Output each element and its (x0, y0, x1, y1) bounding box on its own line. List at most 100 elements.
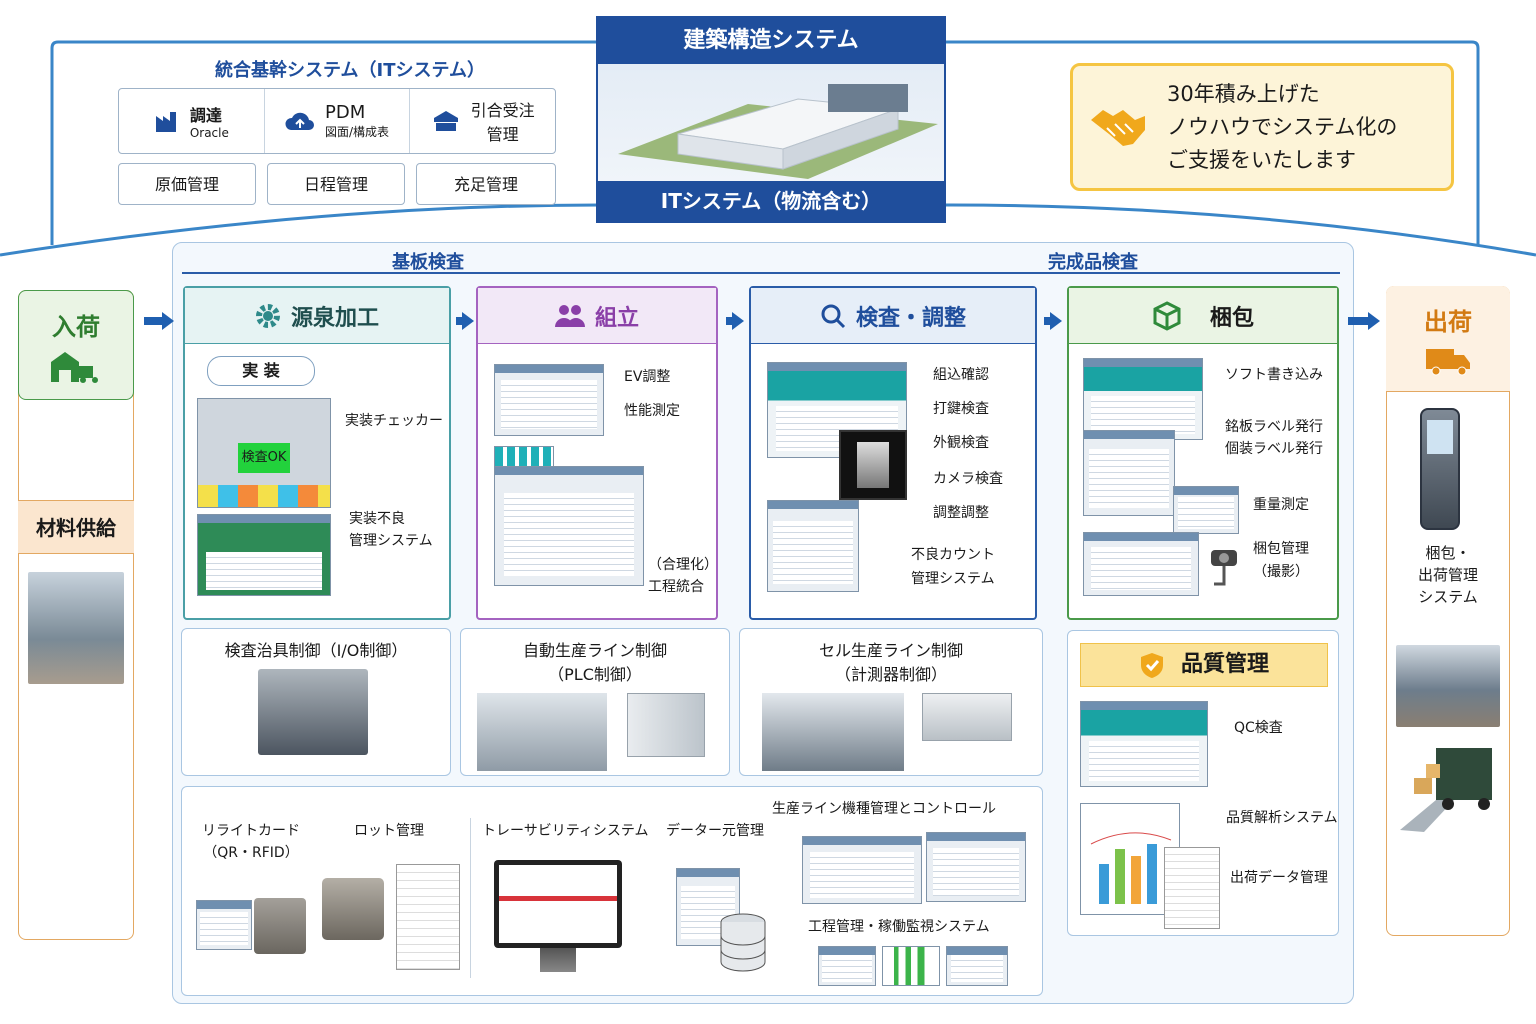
stage-source-processing[interactable]: 源泉加工 実 装 検査OK 実装チェッカー 実装不良 管理システム (183, 286, 451, 620)
stage-inspection[interactable]: 検査・調整 組込確認 打鍵検査 外観検査 カメラ検査 調整調整 不良カウント 管… (749, 286, 1037, 620)
ev-adjust-label: EV調整 (624, 369, 671, 385)
mounting-checker-label: 実装チェッカー (345, 413, 443, 429)
data-source-label[interactable]: データー元管理 (666, 823, 764, 839)
label-issue-screenshot (1083, 430, 1175, 516)
lot-management-label: ロット管理 (354, 823, 424, 839)
software-write-screenshot (1083, 358, 1203, 440)
process-screen-1 (818, 946, 876, 986)
qc-screenshot (1080, 701, 1208, 787)
warehouse-photo (28, 572, 124, 684)
integrated-system-title: 統合基幹システム（ITシステム） (215, 60, 485, 81)
weight-screenshot (1173, 486, 1239, 534)
fulfillment-management[interactable]: 充足管理 (416, 163, 556, 205)
defect-count-label: 不良カウント (911, 547, 995, 563)
handshake-icon (1091, 110, 1145, 146)
inbox-icon (433, 111, 458, 131)
defect-system-screenshot (197, 514, 331, 596)
line-model-screen-1 (802, 836, 922, 904)
auto-line-photo (477, 693, 607, 771)
support-callout: 30年積み上げた ノウハウでシステム化の ご支援をいたします (1070, 63, 1454, 191)
shipping-warehouse-photo (1396, 645, 1500, 727)
shipping-document (1164, 847, 1220, 929)
outbound-box[interactable]: 出荷 (1386, 286, 1510, 392)
camera-image (839, 430, 907, 500)
shipping-data-label: 出荷データ管理 (1230, 870, 1328, 886)
box-icon (1153, 300, 1181, 331)
ev-adjust-screenshot (494, 364, 604, 436)
photo-label: （撮影） (1253, 564, 1309, 580)
shield-check-icon (1140, 653, 1163, 678)
visual-check-label: 外観検査 (933, 435, 989, 451)
camera-device (1211, 550, 1237, 586)
schedule-management[interactable]: 日程管理 (267, 163, 405, 205)
card-printer (322, 878, 384, 940)
truck-loading-illustration (1400, 748, 1492, 832)
process-screen-2 (882, 946, 940, 986)
qc-label: QC検査 (1234, 720, 1283, 736)
board-inspection-label: 基板検査 (392, 252, 464, 273)
cell-line-panel[interactable]: セル生産ライン制御 （計測器制御） (739, 628, 1043, 776)
inbound-box[interactable]: 入荷 (18, 290, 134, 400)
search-icon (821, 304, 846, 328)
defect-label-2: 管理システム (349, 533, 433, 549)
database-icon (720, 913, 766, 972)
lot-document (396, 864, 460, 970)
mounting-checker-screenshot: 検査OK (197, 398, 331, 508)
defect-label-1: 実装不良 (349, 511, 405, 527)
key-test-label: 打鍵検査 (933, 401, 989, 417)
quality-analysis-label: 品質解析システム (1226, 810, 1338, 826)
instrument-photo (922, 693, 1012, 741)
delivery-truck-icon (1426, 349, 1470, 376)
users-icon (554, 304, 585, 327)
auto-line-panel[interactable]: 自動生産ライン制御 （PLC制御） (460, 628, 730, 776)
process-integration-label: 工程統合 (648, 579, 704, 595)
card-reader-screen (196, 900, 252, 950)
adjustment-label: 調整調整 (933, 505, 989, 521)
factory-icon (155, 112, 176, 132)
nameplate-label: 銘板ラベル発行 (1225, 419, 1323, 435)
building-illustration (618, 84, 938, 179)
process-monitor-label[interactable]: 工程管理・稼働監視システム (808, 919, 990, 935)
cloud-upload-icon (285, 112, 314, 130)
arrow-out (1348, 312, 1380, 330)
stage-packing[interactable]: 梱包 ソフト書き込み 銘板ラベル発行 個装ラベル発行 重量測定 梱包管理 （撮影… (1067, 286, 1339, 620)
arrow-3 (1044, 312, 1062, 330)
process-screen-3 (946, 946, 1008, 986)
line-model-label[interactable]: 生産ライン機種管理とコントロール (772, 801, 996, 817)
packing-shipping-system: 梱包・ 出荷管理 システム (1417, 544, 1478, 606)
arrow-1 (456, 312, 474, 330)
traceability-monitor (494, 860, 622, 948)
bottom-divider (470, 818, 471, 978)
jig-control-panel[interactable]: 検査治具制御（I/O制御） (181, 628, 451, 776)
warehouse-truck-icon (51, 352, 98, 383)
quality-panel[interactable]: 品質管理 QC検査 品質解析システム 出荷データ管理 (1067, 630, 1339, 936)
section-divider (182, 272, 1340, 274)
quality-title: 品質管理 (1180, 652, 1269, 677)
arrow-2 (726, 312, 744, 330)
embed-check-label: 組込確認 (933, 367, 989, 383)
packing-screenshot (1083, 532, 1199, 596)
unit-label: 個装ラベル発行 (1225, 441, 1323, 457)
it-system-label: ITシステム（物流含む） (598, 181, 944, 221)
material-supply-label: 材料供給 (18, 500, 134, 554)
module-orders[interactable]: 引合受注管理 (410, 89, 555, 153)
cost-management[interactable]: 原価管理 (118, 163, 256, 205)
rewrite-card-label: リライトカード （QR・RFID） (202, 823, 300, 861)
handheld-terminal (1420, 408, 1460, 530)
defect-count-screenshot (767, 500, 859, 592)
finished-inspection-label: 完成品検査 (1048, 252, 1138, 273)
packing-mgmt-label: 梱包管理 (1253, 541, 1309, 557)
process-screenshot (494, 466, 644, 586)
plc-photo (627, 693, 705, 757)
stage-assembly[interactable]: 組立 EV調整 性能測定 （合理化） 工程統合 (476, 286, 718, 620)
mounting-badge: 実 装 (207, 356, 315, 386)
jig-photo (258, 669, 368, 755)
rationalize-label: （合理化） (648, 557, 718, 573)
traceability-label[interactable]: トレーサビリティシステム (482, 823, 649, 839)
cell-line-photo (762, 693, 904, 771)
gear-icon (255, 303, 280, 328)
card-printer-small (254, 898, 306, 954)
